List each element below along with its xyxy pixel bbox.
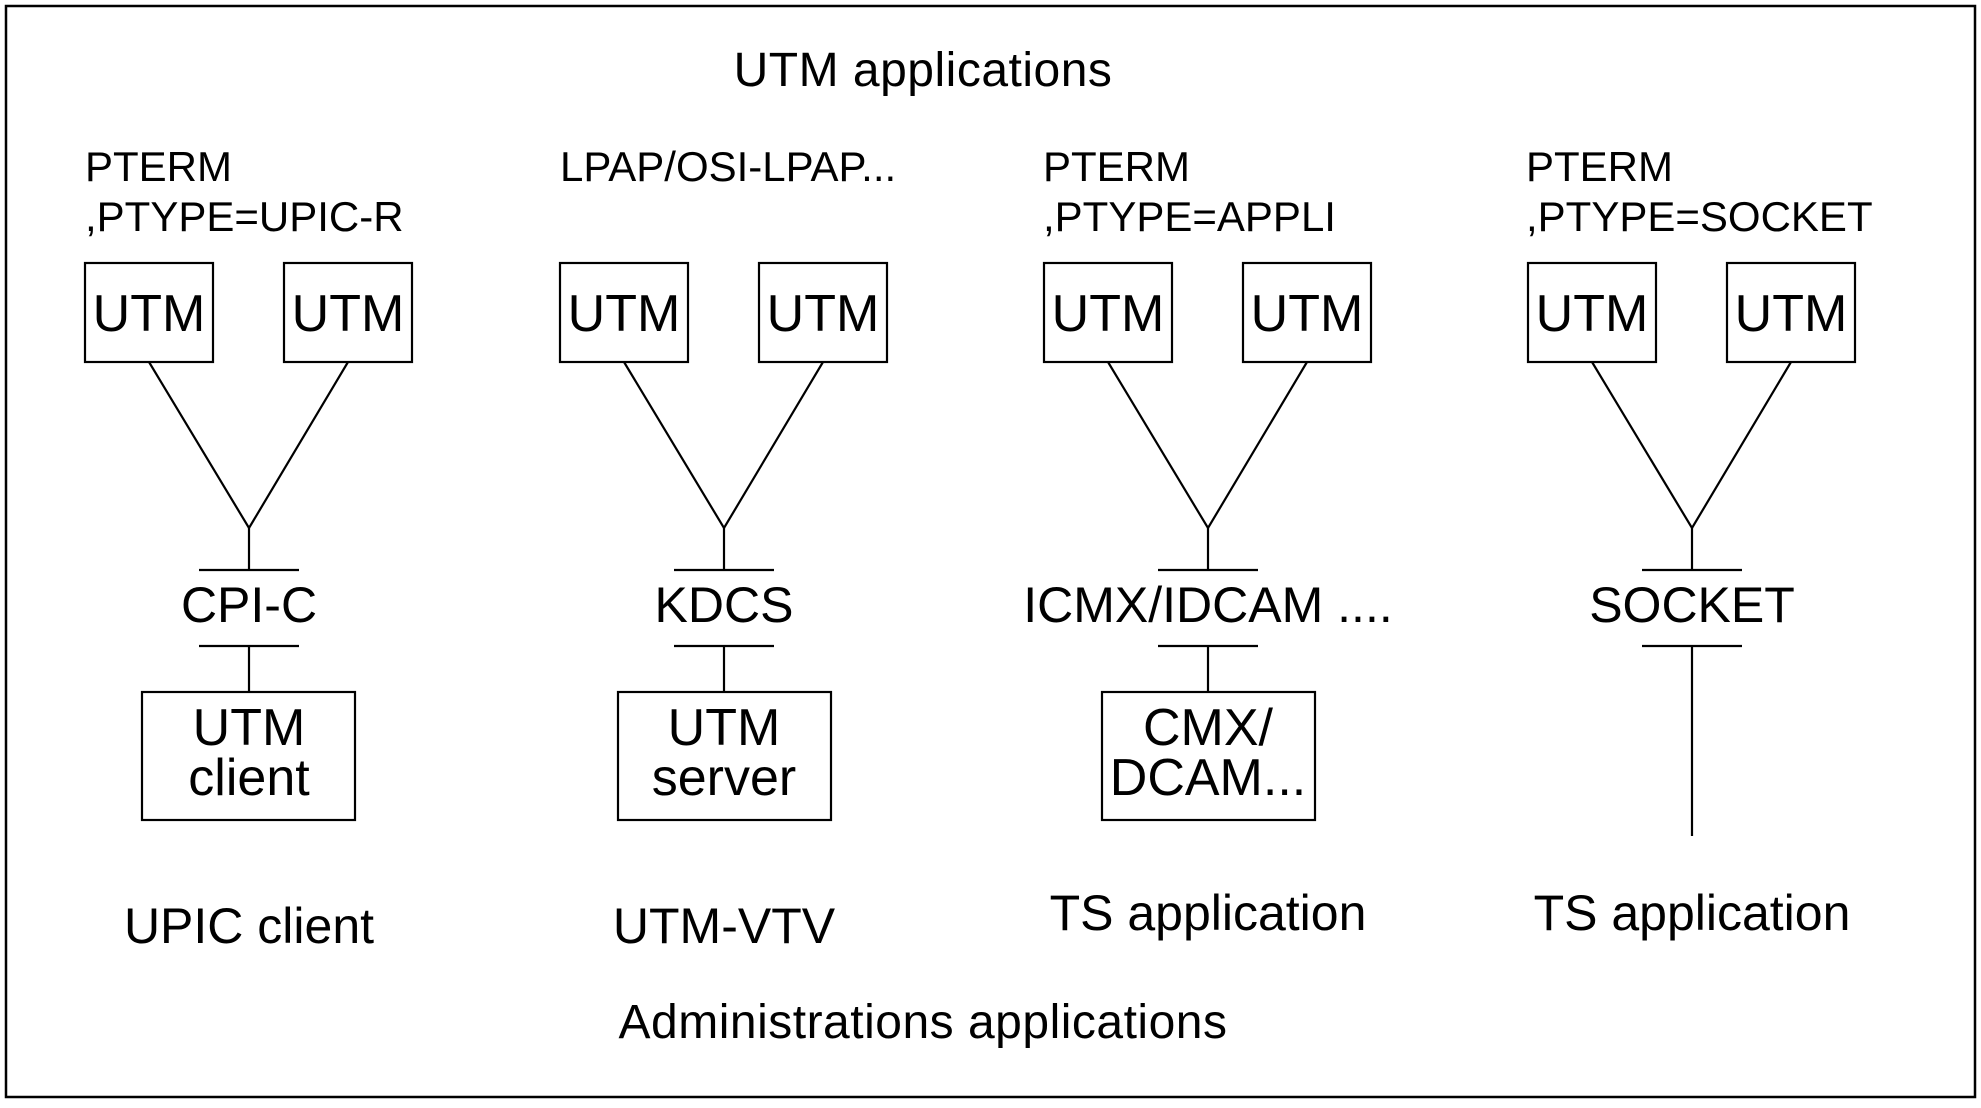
interface-label: KDCS (655, 577, 794, 633)
utm-node-right-label: UTM (292, 285, 405, 343)
utm-node-right (757, 261, 889, 364)
utm-node-right-label: UTM (1735, 285, 1848, 343)
component-label-line-1: CMX/ (1143, 699, 1274, 757)
diagram-frame (4, 4, 1977, 1099)
component-label-line-2: DCAM... (1110, 749, 1306, 807)
utm-node-left-label: UTM (1536, 285, 1649, 343)
bottom-title: Administrations applications (619, 996, 1228, 1049)
column-upic-client: PTERM ,PTYPE=UPIC-R UTM UTM CPI-C UTM cl… (83, 143, 414, 954)
utm-node-left-label: UTM (1052, 285, 1165, 343)
column-caption: TS application (1050, 885, 1367, 941)
interface-label: ICMX/IDCAM .... (1023, 577, 1392, 633)
component-label-line-2: client (188, 749, 310, 807)
config-label-line-2: ,PTYPE=APPLI (1043, 193, 1336, 240)
component-box (1100, 690, 1317, 822)
utm-node-left (83, 261, 215, 364)
config-label-line-1: LPAP/OSI-LPAP... (560, 143, 896, 190)
utm-node-right-label: UTM (1251, 285, 1364, 343)
utm-node-left (558, 261, 690, 364)
config-label-line-1: PTERM (85, 143, 232, 190)
component-label-line-1: UTM (668, 699, 781, 757)
config-label-line-2: ,PTYPE=UPIC-R (85, 193, 404, 240)
config-label-line-2: ,PTYPE=SOCKET (1526, 193, 1873, 240)
interface-label: CPI-C (181, 577, 317, 633)
column-caption: UTM-VTV (613, 898, 836, 954)
utm-node-left-label: UTM (568, 285, 681, 343)
utm-node-right-label: UTM (767, 285, 880, 343)
config-label-line-1: PTERM (1526, 143, 1673, 190)
column-utm-vtv: LPAP/OSI-LPAP... UTM UTM KDCS UTM server… (558, 143, 896, 954)
interface-label: SOCKET (1589, 577, 1795, 633)
column-caption: TS application (1534, 885, 1851, 941)
column-ts-application-cmx: PTERM ,PTYPE=APPLI UTM UTM ICMX/IDCAM ..… (1023, 143, 1392, 941)
column-ts-application-socket: PTERM ,PTYPE=SOCKET UTM UTM SOCKET TS ap… (1526, 143, 1873, 941)
top-title: UTM applications (734, 44, 1113, 97)
config-label-line-1: PTERM (1043, 143, 1190, 190)
component-box (140, 690, 357, 822)
utm-node-left-label: UTM (93, 285, 206, 343)
utm-node-left (1042, 261, 1174, 364)
component-label-line-2: server (652, 749, 796, 807)
component-box (616, 690, 833, 822)
column-caption: UPIC client (124, 898, 374, 954)
utm-node-right (1725, 261, 1857, 364)
component-label-line-1: UTM (193, 699, 306, 757)
